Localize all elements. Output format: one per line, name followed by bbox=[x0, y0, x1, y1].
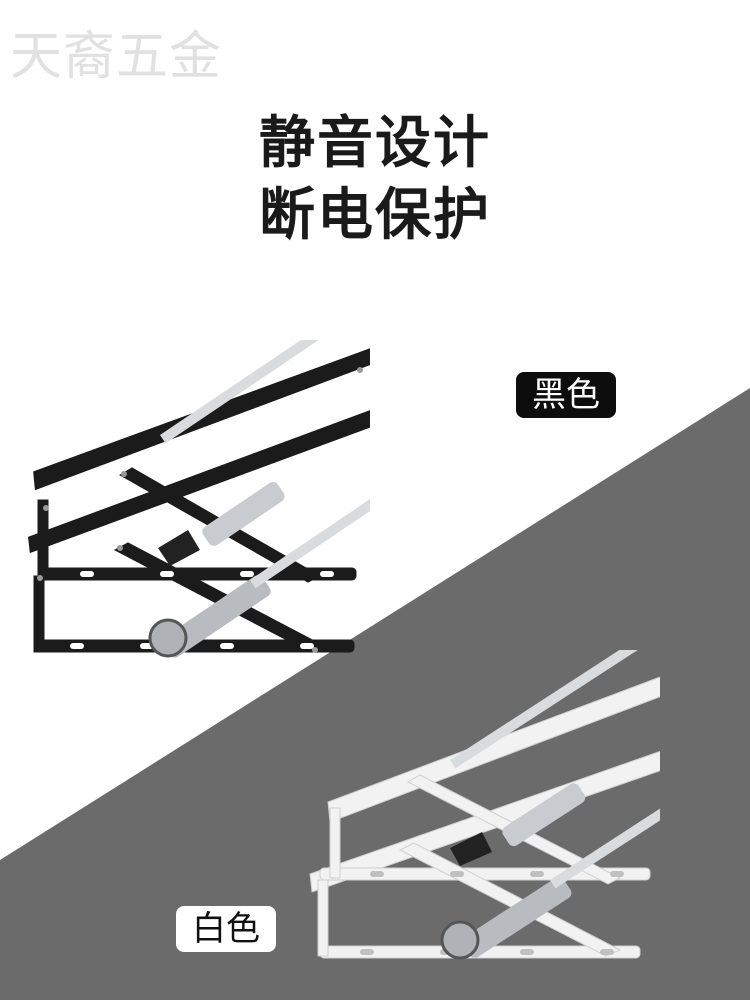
headline-power-off-protection: 断电保护 bbox=[259, 183, 491, 248]
black-lift-mechanism-image bbox=[28, 340, 370, 658]
color-option-white[interactable]: 白色 bbox=[176, 906, 276, 952]
watermark: 天裔五金 bbox=[10, 27, 223, 87]
color-option-black[interactable]: 黑色 bbox=[516, 372, 616, 418]
headline-silent-design: 静音设计 bbox=[259, 111, 491, 176]
white-lift-mechanism-image bbox=[309, 650, 660, 960]
